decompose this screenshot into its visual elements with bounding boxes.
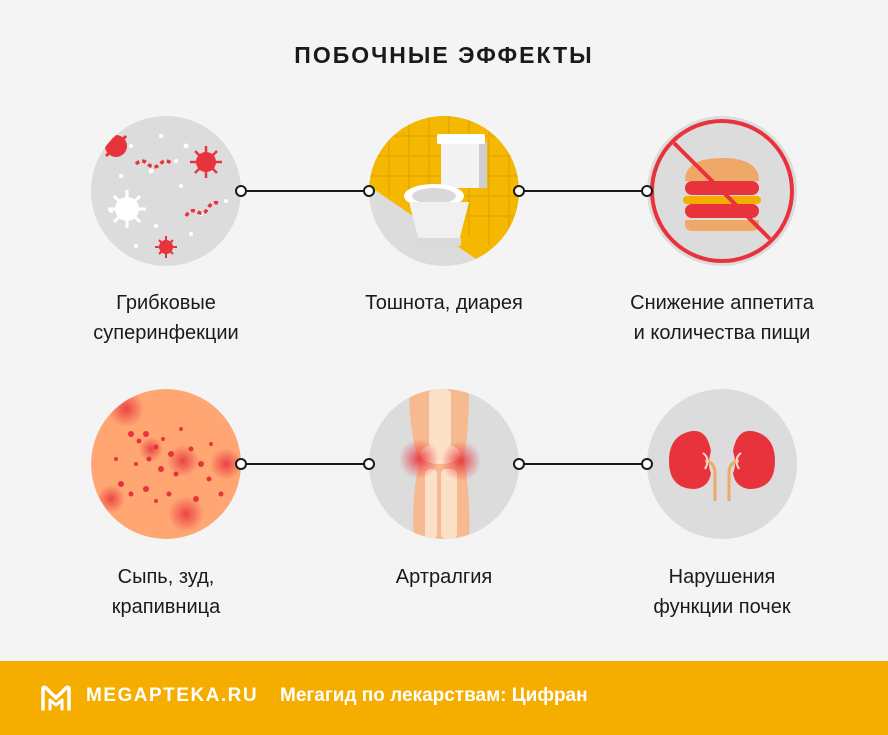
connector-dot bbox=[235, 185, 247, 197]
connector-dot bbox=[641, 185, 653, 197]
connector-line bbox=[522, 463, 648, 465]
connector-dot bbox=[641, 458, 653, 470]
connector-line bbox=[244, 463, 370, 465]
effect-label-rash: Сыпь, зуд,крапивница bbox=[111, 566, 221, 618]
footer-brand-link[interactable]: MEGAPTEKA.RU bbox=[86, 685, 259, 706]
connector-dot bbox=[235, 458, 247, 470]
toilet-icon bbox=[369, 116, 519, 266]
connector-dot bbox=[363, 458, 375, 470]
footer-caption: Мегагид по лекарствам: Цифран bbox=[280, 685, 588, 706]
connector-dot bbox=[363, 185, 375, 197]
rash-icon bbox=[91, 389, 241, 539]
page-title: ПОБОЧНЫЕ ЭФФЕКТЫ bbox=[294, 42, 594, 68]
connector-line bbox=[522, 190, 648, 192]
effect-label-arthralgia: Артралгия bbox=[395, 566, 493, 588]
footer-bar: MEGAPTEKA.RU Мегагид по лекарствам: Цифр… bbox=[0, 661, 888, 735]
effect-label-nausea: Тошнота, диарея bbox=[365, 292, 523, 314]
megapteka-logo-icon bbox=[41, 685, 71, 711]
connector-dot bbox=[513, 185, 525, 197]
microbes-icon bbox=[91, 116, 241, 266]
knee-joint-icon bbox=[369, 389, 519, 539]
kidneys-icon bbox=[647, 389, 797, 539]
no-burger-icon bbox=[647, 116, 797, 266]
connector-line bbox=[244, 190, 370, 192]
connector-dot bbox=[513, 458, 525, 470]
